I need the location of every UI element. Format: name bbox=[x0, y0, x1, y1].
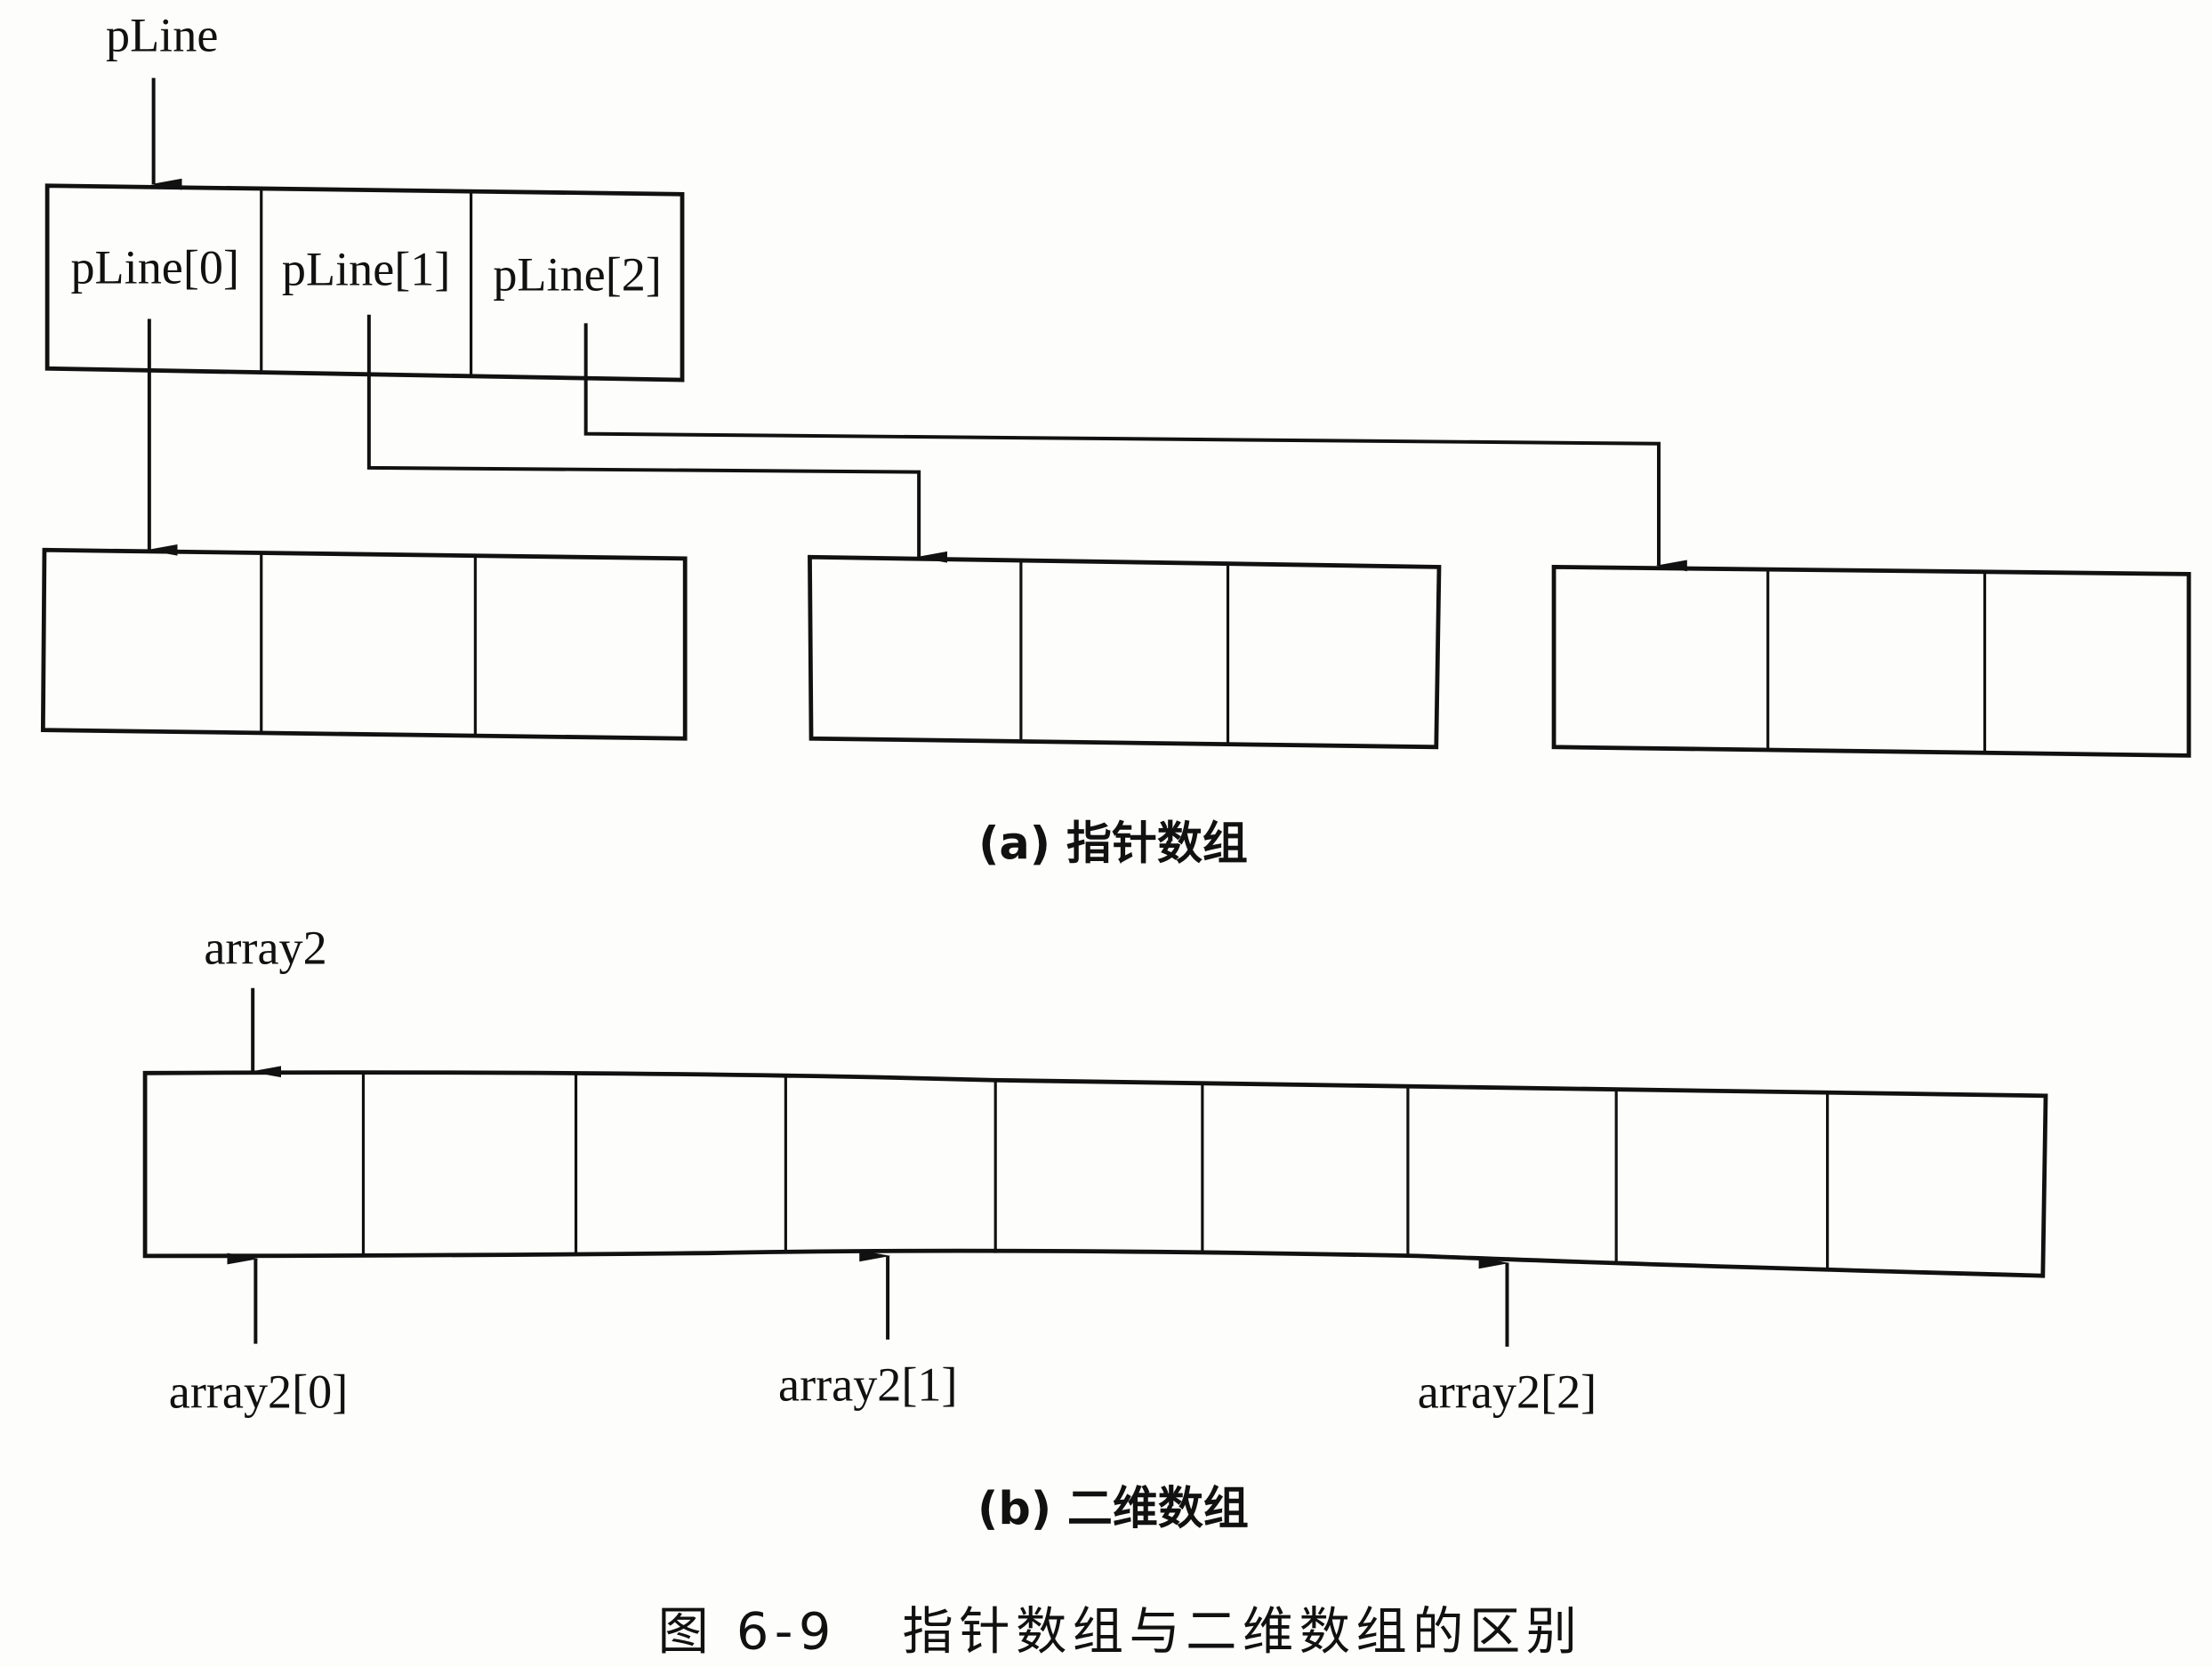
pointer-array: pLine[0] pLine[1] pLine[2] bbox=[44, 183, 685, 383]
array2-box bbox=[142, 1070, 2048, 1278]
row-1 bbox=[808, 554, 1442, 750]
pointer-cell-1: pLine[1] bbox=[282, 242, 451, 295]
pline-label: pLine bbox=[106, 8, 218, 61]
pointer-cell-0: pLine[0] bbox=[70, 241, 239, 294]
array2-row-2-label: array2[2] bbox=[1418, 1365, 1597, 1418]
array2-row-1-label: array2[1] bbox=[778, 1357, 958, 1411]
pointer-2-arrow bbox=[583, 323, 1687, 572]
figure-caption: 图 6-9 指针数组与二维数组的区别 bbox=[658, 1601, 1583, 1661]
row-2 bbox=[1551, 564, 2192, 758]
caption-b: (b) 二维数组 bbox=[977, 1483, 1249, 1535]
pointer-1-arrow bbox=[366, 314, 948, 563]
array2-row-0-label: array2[0] bbox=[169, 1365, 349, 1418]
array2-label: array2 bbox=[204, 922, 326, 975]
pointer-cell-2: pLine[2] bbox=[493, 248, 662, 302]
row-0 bbox=[40, 547, 688, 741]
caption-a: (a) 指针数组 bbox=[978, 818, 1248, 871]
